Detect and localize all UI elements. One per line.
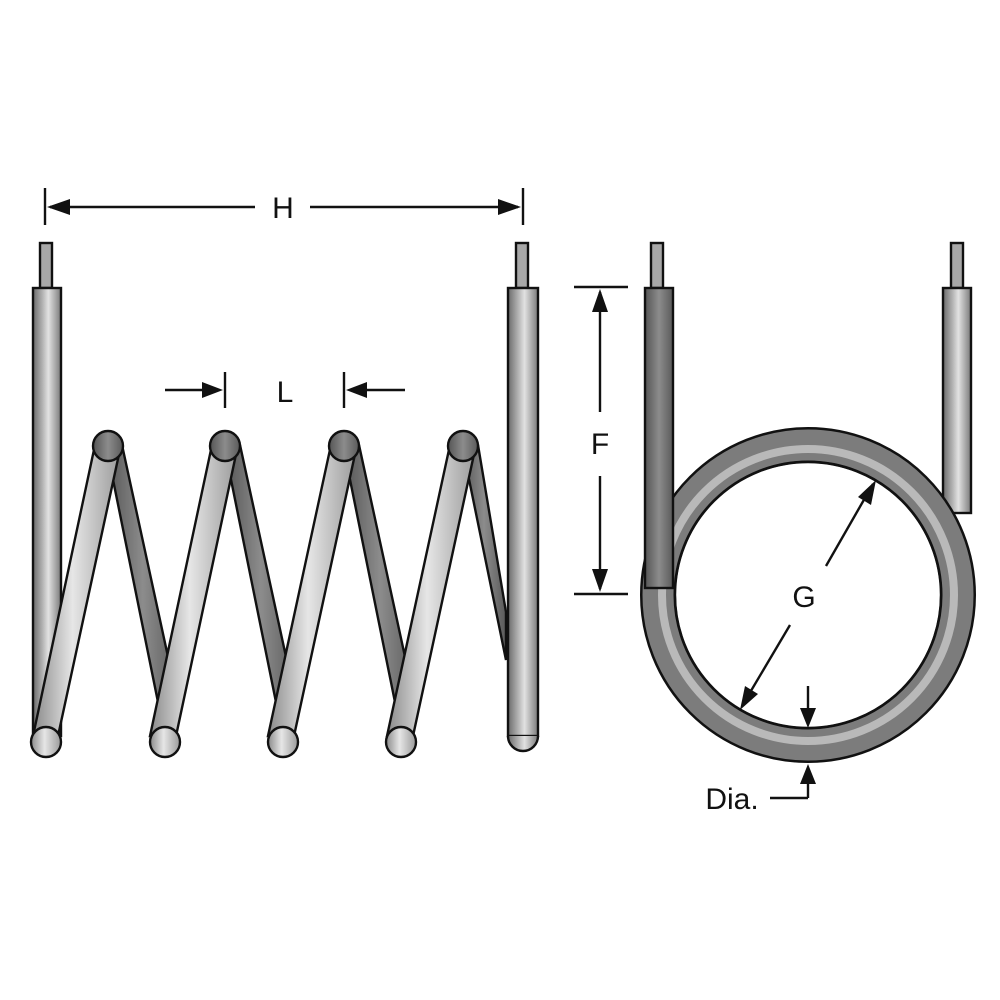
coil-back-legs <box>104 443 508 714</box>
dimension-h: H <box>43 188 525 225</box>
coil-top-bends <box>91 429 480 463</box>
end-view-left-leg <box>643 286 675 590</box>
end-view-loop <box>640 427 976 763</box>
label-g: G <box>792 581 815 614</box>
dimension-dia: Dia. <box>705 686 816 816</box>
coil-side-view: H L <box>29 188 540 759</box>
end-view-right-pin <box>949 241 965 290</box>
end-view-left-pin <box>649 241 665 290</box>
label-h: H <box>272 192 294 225</box>
right-terminal-pin <box>514 241 530 290</box>
coil-bottom-bends <box>29 725 418 759</box>
dimension-l: L <box>165 372 405 409</box>
left-terminal-pin <box>38 241 54 290</box>
label-l: L <box>277 376 294 409</box>
coil-end-view: F G Dia. <box>574 241 976 816</box>
dimension-g: G <box>740 480 876 710</box>
dimension-f: F <box>574 285 628 596</box>
right-straight-leg <box>506 286 540 753</box>
label-dia: Dia. <box>705 783 758 816</box>
end-view-right-leg <box>941 286 973 515</box>
label-f: F <box>591 428 609 461</box>
